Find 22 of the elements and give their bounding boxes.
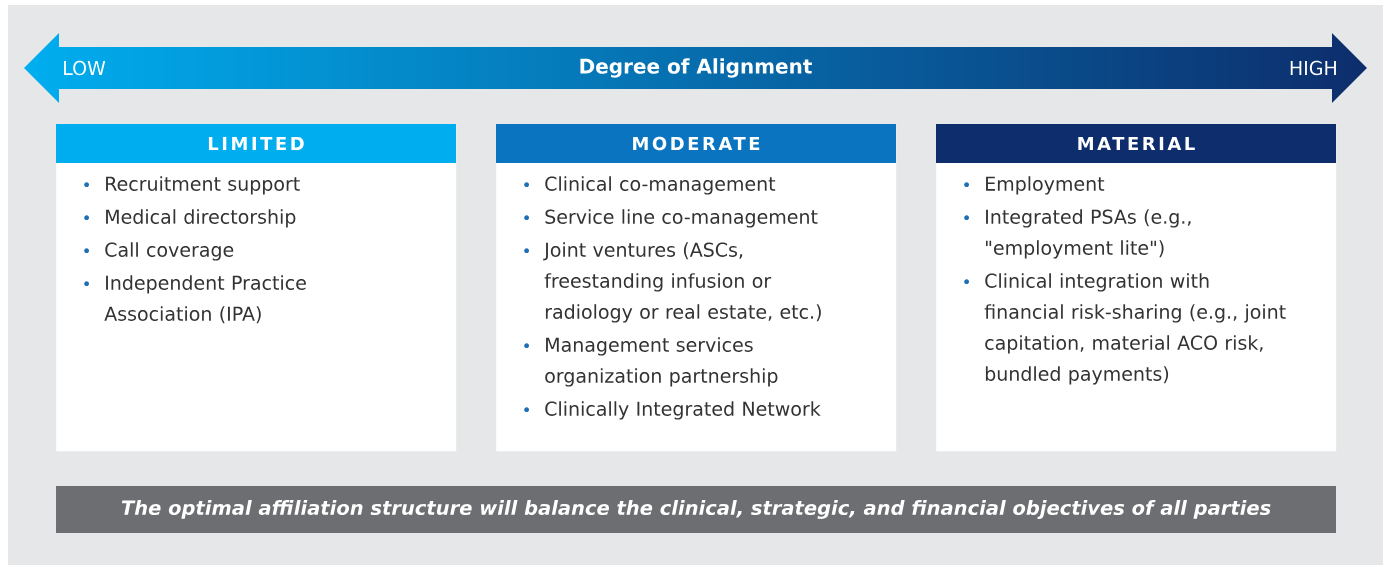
header-band: LIMITED (56, 124, 456, 163)
bullet-item: Service line co-management (524, 209, 818, 228)
category-card (56, 124, 457, 452)
arrow-label: Degree of Alignment (580, 58, 812, 78)
header-band: MATERIAL (936, 124, 1336, 163)
header-band: MODERATE (496, 124, 896, 163)
bullet-item: Clinical co-management (524, 176, 776, 195)
bullet-item: Call coverage (84, 242, 234, 261)
bullet-item: Employment (964, 176, 1105, 195)
bullet-item: Medical directorship (84, 209, 296, 228)
bullet-item: Integrated PSAs (e.g., "employment lite") (964, 209, 1191, 259)
summary-banner: The optimal affiliation structure will balance the clinical, strategic, and financial objectives of all parties (56, 486, 1336, 533)
category-card (936, 124, 1337, 452)
bullet-item: Joint ventures (ASCs, freestanding infusion or radiology or real estate, etc.) (524, 242, 821, 323)
bullet-item: Clinically Integrated Network (524, 401, 821, 420)
bullet-item: Independent Practice Association (IPA) (84, 275, 306, 324)
bullet-item: Management services organization partnership (524, 337, 778, 387)
category-card (496, 124, 897, 452)
bullet-item: Recruitment support (84, 176, 300, 195)
bullet-item: Clinical integration with financial risk-sharing (e.g., joint capitation, material ACO risk, bundled payments) (964, 273, 1286, 385)
scale-label: LOW (64, 60, 106, 76)
scale-label: HIGH (1290, 60, 1336, 76)
